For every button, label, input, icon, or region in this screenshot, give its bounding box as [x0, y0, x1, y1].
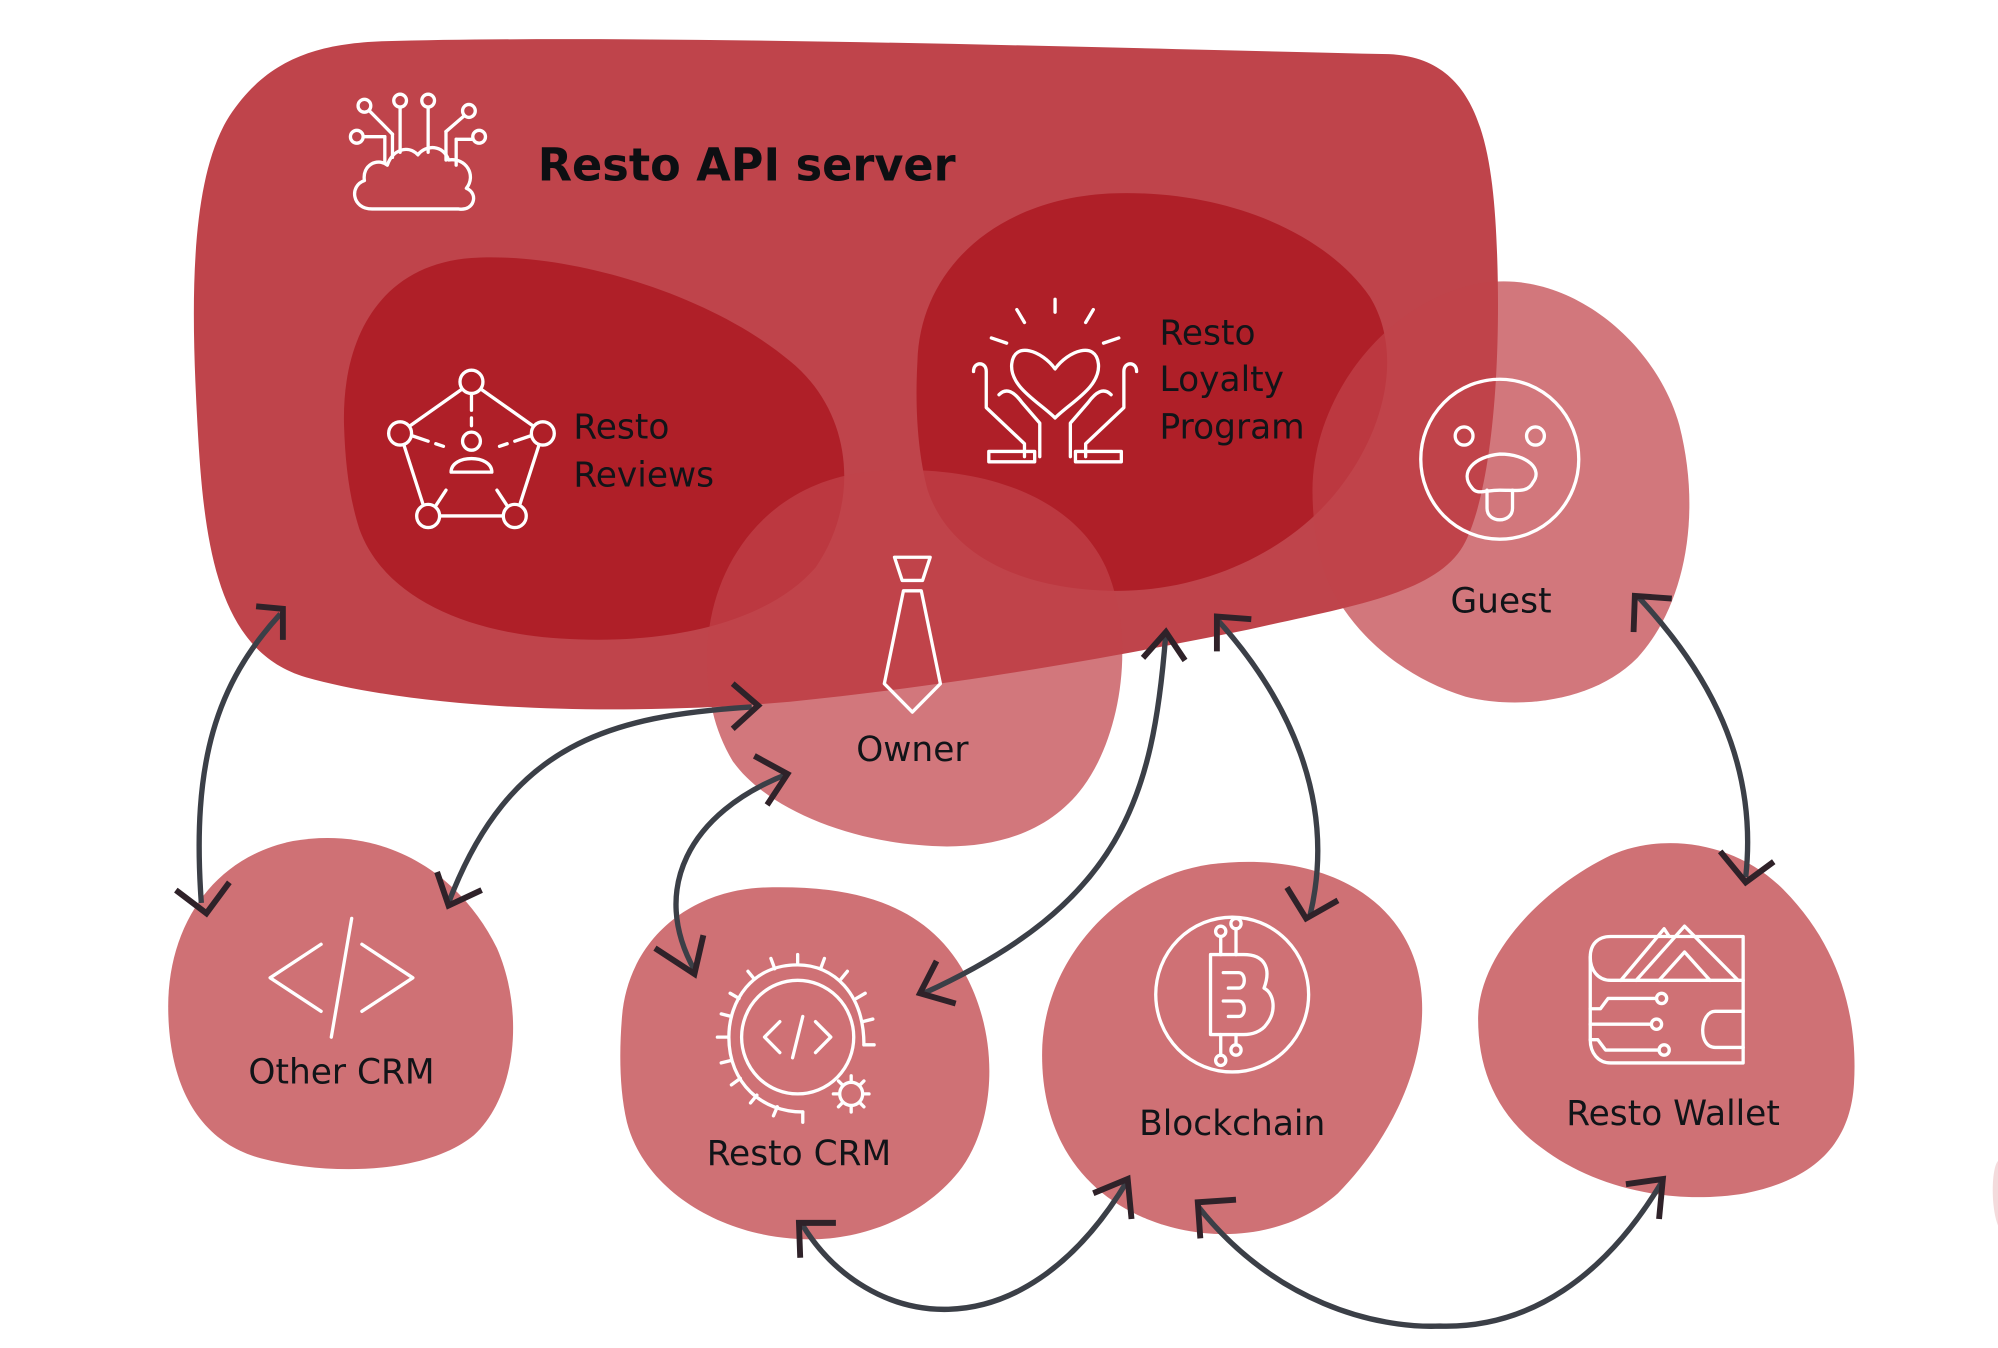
owner-region[interactable]	[707, 470, 1123, 847]
api-server-title: Resto API server	[538, 138, 956, 191]
connectors	[174, 592, 1776, 1329]
wallet-icon	[1588, 924, 1745, 1065]
arrow-server-blockchain[interactable]	[1214, 617, 1321, 917]
loyalty-label-line3: Program	[1160, 407, 1305, 447]
arrowhead	[1092, 1174, 1135, 1220]
network-user-icon	[386, 368, 556, 530]
arrowhead	[434, 871, 483, 910]
arrowhead	[1213, 613, 1252, 652]
edge-fragment	[1992, 1160, 1998, 1226]
arrowhead	[1194, 1196, 1237, 1239]
arrowhead	[730, 681, 763, 732]
reviews-label-line2: Reviews	[573, 455, 714, 495]
cloud-network-icon	[348, 92, 488, 211]
loyalty-label-line1: Resto	[1160, 313, 1256, 353]
arrowhead	[653, 934, 707, 979]
code-icon	[268, 916, 415, 1039]
reviews-label-line1: Resto	[573, 407, 669, 447]
owner-label: Owner	[856, 730, 969, 770]
necktie-icon	[882, 555, 943, 714]
resto-wallet-region[interactable]	[1478, 843, 1855, 1198]
arrowhead	[795, 1219, 836, 1258]
arrow-restocrm-blockchain[interactable]	[800, 1178, 1130, 1313]
code-gear-icon	[715, 952, 876, 1124]
arrowhead	[1717, 849, 1776, 887]
arrow-owner-othercrm[interactable]	[446, 704, 752, 904]
guest-region[interactable]	[1312, 281, 1690, 703]
bitcoin-icon	[1154, 915, 1311, 1074]
reviews-module-region[interactable]	[343, 257, 845, 640]
arrow-loyalty-restocrm[interactable]	[922, 631, 1169, 996]
arrow-server-othercrm[interactable]	[196, 612, 283, 904]
arrowhead	[1625, 1175, 1667, 1220]
arrowhead	[915, 959, 957, 1007]
arrowhead	[1284, 885, 1340, 923]
arrowhead	[255, 603, 286, 640]
resto-crm-region[interactable]	[620, 887, 990, 1240]
arrowhead	[174, 880, 232, 918]
other-crm-region[interactable]	[168, 838, 514, 1170]
arrowhead	[752, 753, 792, 807]
loyalty-label-line2: Loyalty	[1160, 360, 1284, 400]
arrow-owner-restocrm[interactable]	[673, 771, 789, 972]
arrowhead	[1140, 627, 1188, 663]
blockchain-label: Blockchain	[1139, 1104, 1325, 1144]
loyalty-module-region[interactable]	[916, 193, 1388, 591]
other-crm-label: Other CRM	[248, 1052, 434, 1092]
arrow-guest-wallet[interactable]	[1635, 594, 1751, 878]
arrow-blockchain-wallet[interactable]	[1195, 1178, 1666, 1329]
guest-label: Guest	[1451, 582, 1552, 622]
arrowhead	[1630, 592, 1672, 633]
face-tongue-icon	[1419, 377, 1581, 541]
resto-crm-label: Resto CRM	[707, 1134, 891, 1174]
resto-wallet-label: Resto Wallet	[1566, 1094, 1780, 1134]
hands-heart-icon	[971, 297, 1139, 464]
